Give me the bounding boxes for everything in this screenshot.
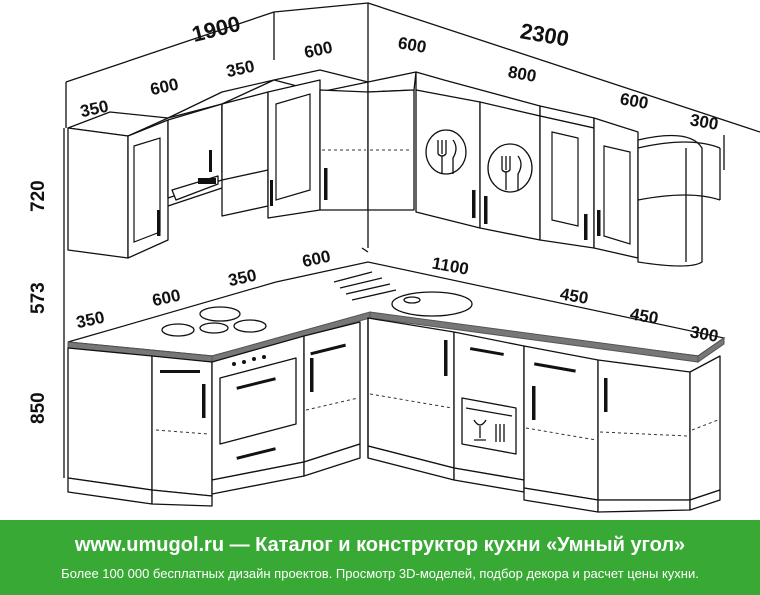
- dim-lower-right-4: 300: [689, 322, 720, 346]
- dim-lower-left-1: 350: [74, 308, 106, 332]
- dim-upper-left-3: 350: [224, 57, 256, 81]
- dim-upper-left-2: 600: [148, 75, 180, 99]
- upper-left-cabinets: [67, 69, 369, 259]
- dim-width-left: 1900: [189, 11, 243, 47]
- dim-width-right: 2300: [518, 18, 571, 51]
- dim-lower-left-3: 350: [226, 266, 258, 290]
- lower-right-cabinets: [367, 317, 721, 513]
- promo-banner: www.umugol.ru — Каталог и конструктор ку…: [0, 520, 760, 595]
- lower-left-cabinets: [67, 321, 361, 507]
- dim-upper-right-1: 600: [397, 33, 428, 57]
- dim-height-lower: 850: [28, 392, 49, 424]
- dim-upper-left-4: 600: [302, 38, 334, 62]
- dim-lower-right-3: 450: [629, 304, 660, 328]
- upper-right-cabinets: [367, 71, 721, 267]
- sink: [333, 271, 473, 317]
- dim-lower-left-4: 600: [300, 247, 332, 271]
- countertop: [67, 261, 726, 363]
- dim-lower-right-2: 450: [559, 284, 590, 308]
- dim-upper-right-2: 800: [507, 62, 538, 86]
- banner-subtitle: Более 100 000 бесплатных дизайн проектов…: [61, 566, 699, 581]
- banner-title[interactable]: www.umugol.ru — Каталог и конструктор ку…: [74, 534, 686, 556]
- dim-height-upper: 720: [28, 180, 49, 212]
- dim-lower-right-1: 1100: [431, 254, 471, 279]
- dim-lower-left-2: 600: [150, 286, 182, 310]
- dim-upper-right-3: 600: [619, 89, 650, 113]
- dim-height-gap: 573: [28, 282, 49, 314]
- dim-upper-right-4: 300: [689, 110, 720, 134]
- cooktop: [161, 306, 267, 337]
- kitchen-drawing: 1900 2300 350 600 350 600 600 800 600 30…: [28, 2, 760, 513]
